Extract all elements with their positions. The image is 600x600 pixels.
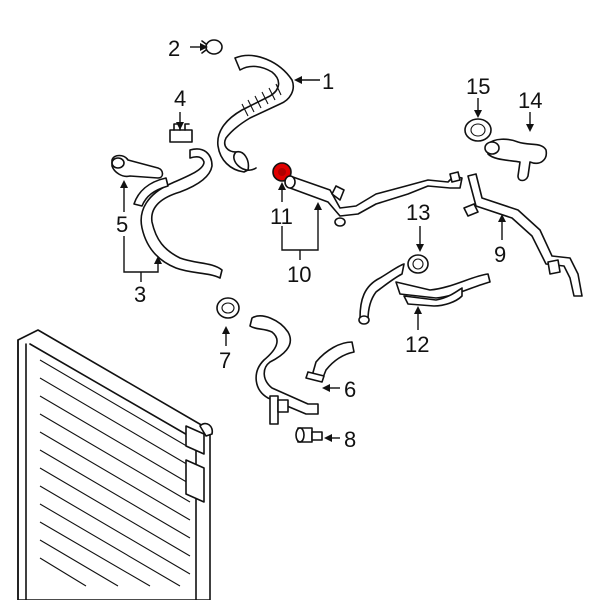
part-14-connector[interactable] xyxy=(484,138,548,182)
callout-10: 10 xyxy=(287,262,311,287)
part-15-clamp[interactable] xyxy=(464,118,492,142)
callout-12: 12 xyxy=(405,332,429,357)
radiator[interactable] xyxy=(17,329,214,600)
callout-7: 7 xyxy=(219,348,231,373)
part-8-fitting[interactable] xyxy=(295,427,323,443)
part-10-pipe[interactable] xyxy=(284,171,463,227)
part-7-clamp[interactable] xyxy=(216,297,240,319)
callout-9: 9 xyxy=(494,242,506,267)
callout-8: 8 xyxy=(344,427,356,452)
part-3-hose[interactable] xyxy=(133,148,223,279)
callout-14: 14 xyxy=(518,88,542,113)
part-6-hose[interactable] xyxy=(249,315,355,425)
part-9-pipe[interactable] xyxy=(463,173,583,297)
leader-lines xyxy=(120,43,534,442)
callout-4: 4 xyxy=(174,86,186,111)
part-1-upper-hose[interactable] xyxy=(217,54,295,173)
callout-11: 11 xyxy=(270,204,293,229)
callout-1: 1 xyxy=(322,69,334,94)
callout-15: 15 xyxy=(466,74,490,99)
callout-6: 6 xyxy=(344,377,356,402)
callout-labels: 1 2 3 4 5 6 7 8 9 10 11 12 13 14 15 xyxy=(116,36,542,452)
callout-3: 3 xyxy=(134,282,146,307)
callout-13: 13 xyxy=(406,200,430,225)
callout-5: 5 xyxy=(116,212,128,237)
part-11-seal[interactable] xyxy=(272,162,292,182)
callout-2: 2 xyxy=(168,36,180,61)
part-13-clamp[interactable] xyxy=(407,254,429,274)
part-5-fitting[interactable] xyxy=(111,154,164,179)
part-12-y-hose[interactable] xyxy=(358,263,491,325)
